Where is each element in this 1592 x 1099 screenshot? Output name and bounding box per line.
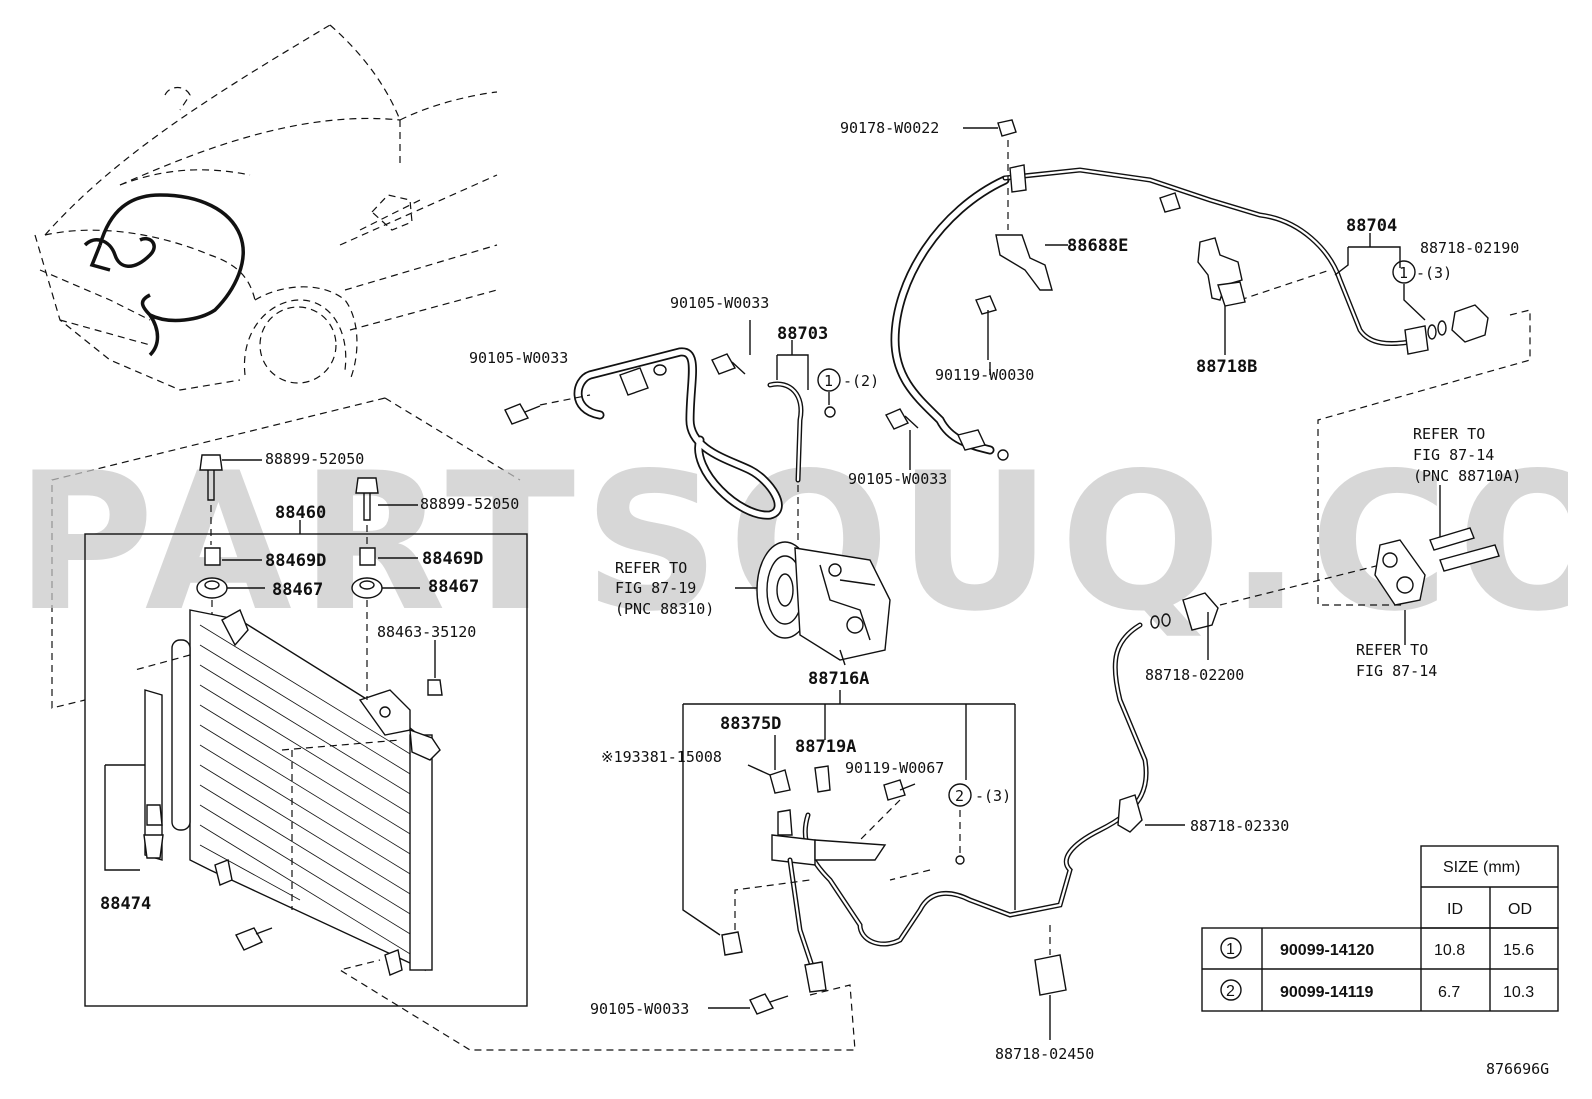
size-table-row1-ref: 1 xyxy=(1226,941,1235,958)
size-table-row2-ref: 2 xyxy=(1226,983,1235,1000)
label-90119-W0030: 90119-W0030 xyxy=(935,366,1034,384)
diagram-code: 876696G xyxy=(1486,1060,1549,1078)
label-refer-fig87-14-a-line2: FIG 87-14 xyxy=(1413,446,1494,464)
size-table-row1-part: 90099-14120 xyxy=(1280,942,1374,959)
label-circle1-qty2: -(2) xyxy=(843,372,879,390)
mount-hardware xyxy=(196,454,443,700)
label-refer-fig87-14-a-line3: (PNC 88710A) xyxy=(1413,467,1521,485)
size-table-col-od: OD xyxy=(1508,901,1532,918)
callout-labels: 90178-W0022 88688E 88704 88718-02190 -(3… xyxy=(100,119,1521,1063)
circle-marker-1-middle: 1 xyxy=(817,368,841,405)
label-93381-15008: ※193381-15008 xyxy=(601,748,722,766)
label-90119-W0067: 90119-W0067 xyxy=(845,759,944,777)
size-table-title: SIZE (mm) xyxy=(1443,859,1520,876)
car-front-illustration xyxy=(34,24,498,391)
label-88474: 88474 xyxy=(100,894,151,914)
label-90105-W0033-bottom: 90105-W0033 xyxy=(590,1000,689,1018)
suction-hose-88704 xyxy=(890,164,1531,606)
ac-parts-diagram: PARTSOUQ.COM xyxy=(15,24,1568,1078)
label-88375D: 88375D xyxy=(720,714,781,734)
label-88718-02330: 88718-02330 xyxy=(1190,817,1289,835)
label-90105-W0033-top: 90105-W0033 xyxy=(670,294,769,312)
label-88460: 88460 xyxy=(275,503,326,523)
label-88899-52050-b: 88899-52050 xyxy=(420,495,519,513)
label-88718-02190: 88718-02190 xyxy=(1420,239,1519,257)
size-table: SIZE (mm) ID OD 1 90099-14120 10.8 15.6 … xyxy=(1201,845,1559,1012)
bolts-90105 xyxy=(504,353,919,1015)
manifold-88716A xyxy=(338,765,965,1051)
label-88688E: 88688E xyxy=(1067,236,1128,256)
label-88719A: 88719A xyxy=(795,737,856,757)
condenser-assembly xyxy=(134,609,441,976)
label-88469D-a: 88469D xyxy=(265,551,326,571)
label-refer-fig87-14-b-line2: FIG 87-14 xyxy=(1356,662,1437,680)
label-88463-35120: 88463-35120 xyxy=(377,623,476,641)
hoses-88703 xyxy=(573,347,836,545)
label-88718-02450: 88718-02450 xyxy=(995,1045,1094,1063)
label-88899-52050-a: 88899-52050 xyxy=(265,450,364,468)
label-circle2-qty3: -(3) xyxy=(975,787,1011,805)
label-88467-a: 88467 xyxy=(272,580,323,600)
svg-text:1: 1 xyxy=(1399,264,1408,282)
size-table-row1-id: 10.8 xyxy=(1434,942,1465,959)
label-circle1-qty3: -(3) xyxy=(1416,264,1452,282)
svg-text:2: 2 xyxy=(955,787,964,805)
part-88474-group xyxy=(104,764,164,871)
label-refer-fig87-14-b-line1: REFER TO xyxy=(1356,641,1428,659)
liquid-pipe-lower xyxy=(802,559,1401,1040)
bracket-88704 xyxy=(1334,233,1401,276)
label-90105-W0033-left: 90105-W0033 xyxy=(469,349,568,367)
circle-marker-1-upper: 1 xyxy=(1392,260,1426,321)
refer-fittings-88710A xyxy=(1374,527,1500,606)
label-90178-W0022: 90178-W0022 xyxy=(840,119,939,137)
label-90105-W0033-mid: 90105-W0033 xyxy=(848,470,947,488)
label-refer-fig87-19-line2: FIG 87-19 xyxy=(615,579,696,597)
label-refer-fig87-14-a-line1: REFER TO xyxy=(1413,425,1485,443)
bracket-88703 xyxy=(776,340,809,390)
label-88703: 88703 xyxy=(777,324,828,344)
circle-marker-2: 2 xyxy=(948,783,972,807)
label-88718-02200: 88718-02200 xyxy=(1145,666,1244,684)
compressor-88310 xyxy=(735,541,891,666)
label-refer-fig87-19-line3: (PNC 88310) xyxy=(615,600,714,618)
label-88467-b: 88467 xyxy=(428,577,479,597)
size-table-row2-od: 10.3 xyxy=(1503,984,1534,1001)
size-table-row2-id: 6.7 xyxy=(1438,984,1460,1001)
label-leaders xyxy=(708,127,1441,1009)
label-88469D-b: 88469D xyxy=(422,549,483,569)
label-88704: 88704 xyxy=(1346,216,1397,236)
label-88716A: 88716A xyxy=(808,669,869,689)
size-table-row2-part: 90099-14119 xyxy=(1280,984,1374,1001)
clamp-88718B xyxy=(1197,237,1246,355)
svg-text:1: 1 xyxy=(824,372,833,390)
condenser-group-box xyxy=(84,533,528,1007)
label-refer-fig87-19-line1: REFER TO xyxy=(615,559,687,577)
clamp-88688E xyxy=(975,119,1068,360)
bracket-88716A xyxy=(682,690,1016,936)
label-88718B: 88718B xyxy=(1196,357,1257,377)
size-table-col-id: ID xyxy=(1447,901,1463,918)
size-table-row1-od: 15.6 xyxy=(1503,942,1534,959)
